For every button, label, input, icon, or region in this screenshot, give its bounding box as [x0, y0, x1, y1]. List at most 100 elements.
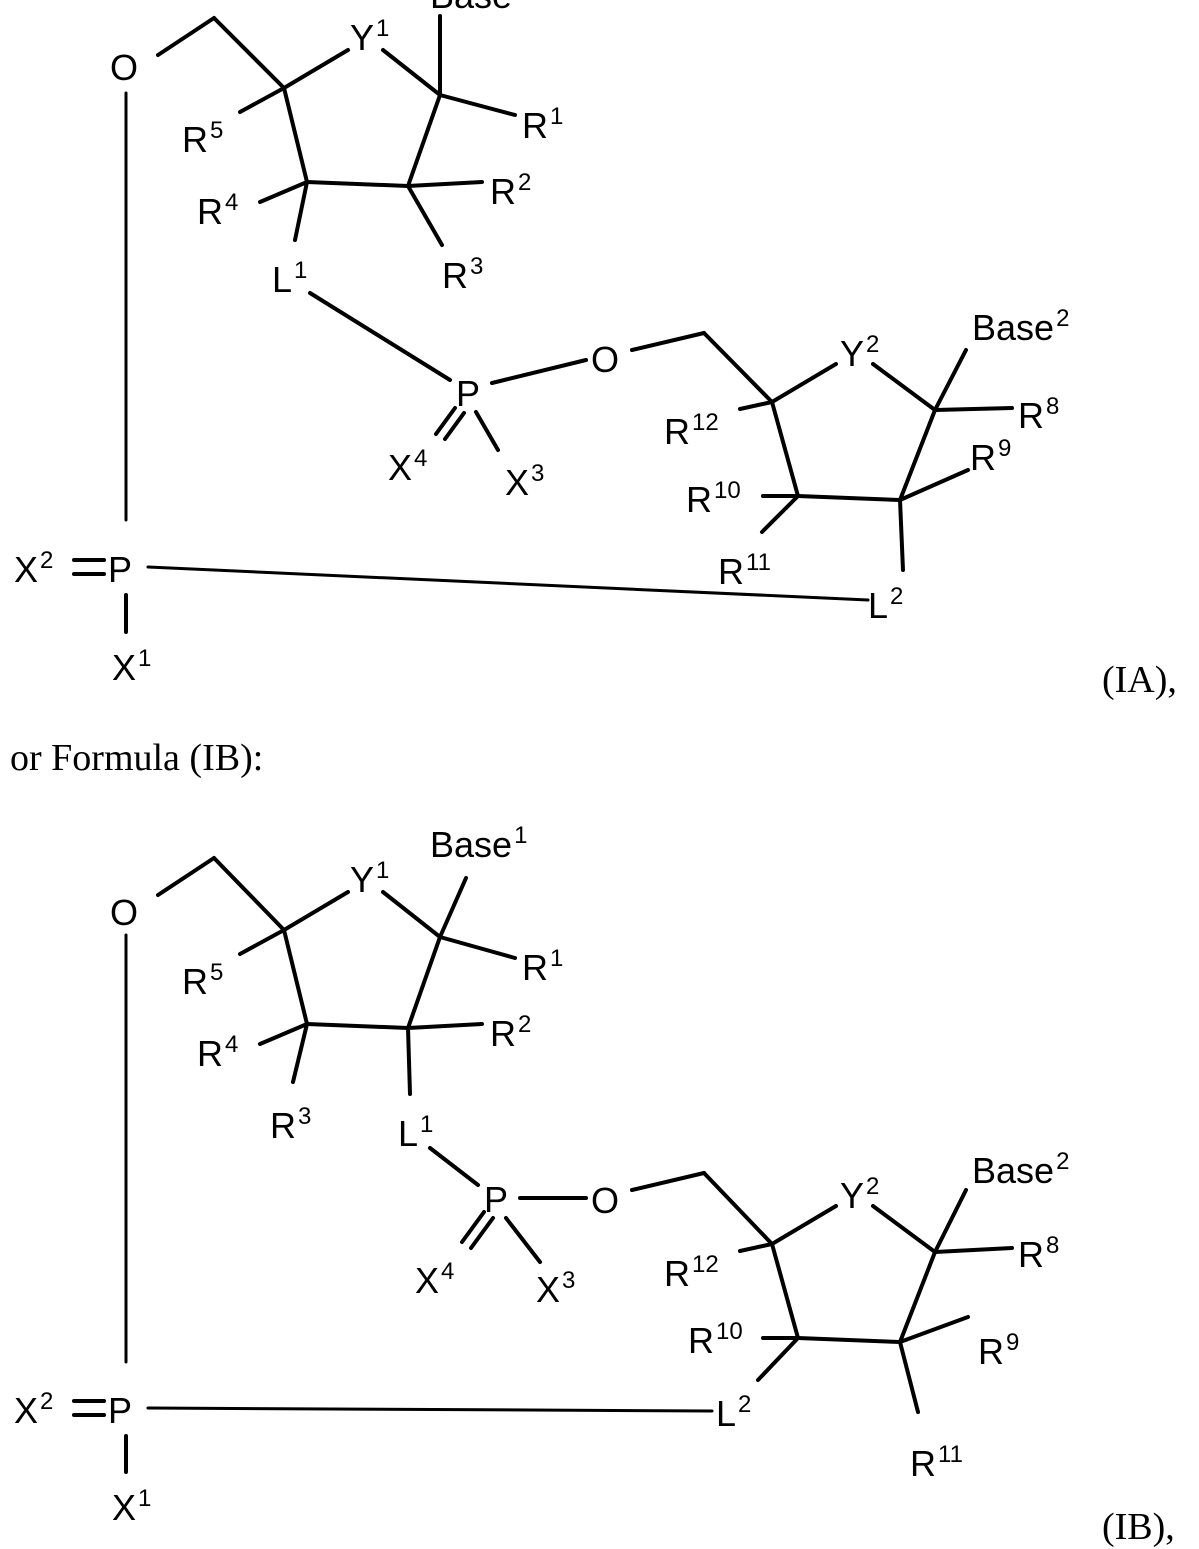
atom-label-superscript: 9 [1006, 1329, 1019, 1356]
bond [260, 1024, 307, 1044]
atom-label-x2: X2 [14, 547, 53, 590]
atom-label-superscript: 2 [890, 583, 903, 610]
bond [632, 1173, 704, 1190]
atom-label-superscript: 2 [866, 331, 879, 358]
bond [935, 1248, 1012, 1252]
bond [873, 364, 935, 410]
intro-text: or Formula (IB): [10, 736, 263, 780]
bond [307, 1024, 408, 1028]
bond [704, 333, 772, 402]
formula-ia-structure: BaseY1OR1R5R2R4R3L1Y2Base2OPR8R12R9X4X3R… [0, 0, 1199, 720]
atom-label-superscript: 11 [746, 549, 771, 576]
atom-label-r2: R2 [490, 169, 531, 212]
bond [408, 186, 442, 245]
formula-ib-structure: Base1Y1OR1R5R2R4R3L1Base2Y2POR8R12X4X3R1… [0, 800, 1199, 1547]
bond [772, 402, 798, 496]
bond [772, 1206, 836, 1244]
bond [873, 1206, 935, 1252]
bond [284, 50, 348, 88]
atom-label-x3: X3 [536, 1267, 575, 1310]
atom-label-superscript: 2 [40, 547, 53, 574]
bond [506, 1218, 540, 1262]
bond [260, 182, 307, 202]
bond [632, 333, 704, 350]
atom-label-r1: R1 [522, 945, 563, 988]
atom-label-o-mid: O [591, 339, 619, 380]
atom-label-superscript: 2 [518, 1011, 531, 1038]
atom-label-superscript: 1 [138, 645, 151, 672]
atom-label-p-mid: P [484, 1179, 508, 1220]
atom-label-superscript: 1 [550, 103, 563, 130]
bond [492, 360, 586, 383]
atom-label-superscript: 12 [692, 409, 719, 436]
bond [935, 408, 1012, 410]
atom-label-superscript: 1 [550, 945, 563, 972]
formula-ia-label: (IA), [1102, 658, 1177, 702]
bond [148, 1408, 712, 1411]
atom-label-superscript: 4 [225, 1031, 238, 1058]
atom-label-superscript: 1 [514, 822, 527, 849]
bond [440, 878, 466, 937]
atom-label-base1: Base [430, 0, 512, 16]
atom-label-superscript: 1 [420, 1111, 433, 1138]
atom-label-r11: R11 [910, 1441, 963, 1484]
atom-label-r3: R3 [442, 253, 483, 296]
atom-label-p-mid: P [456, 373, 480, 414]
atom-label-r3: R3 [270, 1103, 311, 1146]
atom-label-r5: R5 [182, 117, 223, 160]
bond [408, 182, 482, 186]
atom-label-p-bot: P [108, 549, 132, 590]
atom-label-o-top: O [110, 892, 138, 933]
atom-label-r12: R12 [664, 409, 719, 452]
atom-label-superscript: 3 [531, 460, 544, 487]
bond [408, 937, 440, 1028]
atom-label-o-top: O [110, 47, 138, 88]
bond [798, 1338, 900, 1342]
atom-label-r4: R4 [197, 189, 238, 232]
bond [772, 364, 836, 402]
bond [240, 930, 284, 954]
atom-label-superscript: 2 [1056, 1148, 1069, 1175]
bond [704, 1173, 772, 1244]
bond [408, 1024, 482, 1028]
atom-label-superscript: 2 [738, 1391, 751, 1418]
atom-label-x1: X1 [112, 645, 151, 688]
atom-label-superscript: 2 [40, 1388, 53, 1415]
bond [158, 858, 214, 895]
atom-label-r5: R5 [182, 959, 223, 1002]
atom-label-x1: X1 [112, 1485, 151, 1528]
bond [798, 496, 900, 500]
atom-label-superscript: 10 [714, 477, 741, 504]
bond [383, 50, 440, 95]
atom-label-superscript: 4 [414, 445, 427, 472]
bond [900, 1252, 935, 1342]
bond [295, 182, 307, 240]
bond [284, 892, 348, 930]
atom-label-superscript: 3 [470, 253, 483, 280]
atom-label-o-mid: O [591, 1180, 619, 1221]
bond [284, 930, 307, 1024]
bond [900, 500, 903, 570]
atom-label-p-bot: P [108, 1390, 132, 1431]
bond [762, 496, 798, 532]
atom-label-superscript: 5 [210, 959, 223, 986]
bond [935, 1190, 966, 1252]
atom-label-l1: L1 [272, 257, 307, 300]
atom-label-r10: R10 [686, 477, 741, 520]
bond [408, 95, 440, 186]
atom-label-base2: Base2 [972, 1148, 1069, 1191]
atom-label-r8: R8 [1018, 1232, 1059, 1275]
atom-label-l2: L2 [716, 1391, 751, 1434]
atom-label-r4: R4 [197, 1031, 238, 1074]
bond [430, 1148, 478, 1185]
atom-label-superscript: 10 [716, 1318, 743, 1345]
atom-label-superscript: 1 [376, 15, 389, 42]
bond [740, 1244, 772, 1251]
bond [476, 412, 498, 450]
bond [158, 18, 214, 55]
atom-label-superscript: 8 [1046, 1232, 1059, 1259]
bond [310, 293, 450, 380]
atom-label-r12: R12 [664, 1251, 719, 1294]
atom-label-superscript: 2 [1056, 305, 1069, 332]
atom-label-superscript: 5 [210, 117, 223, 144]
